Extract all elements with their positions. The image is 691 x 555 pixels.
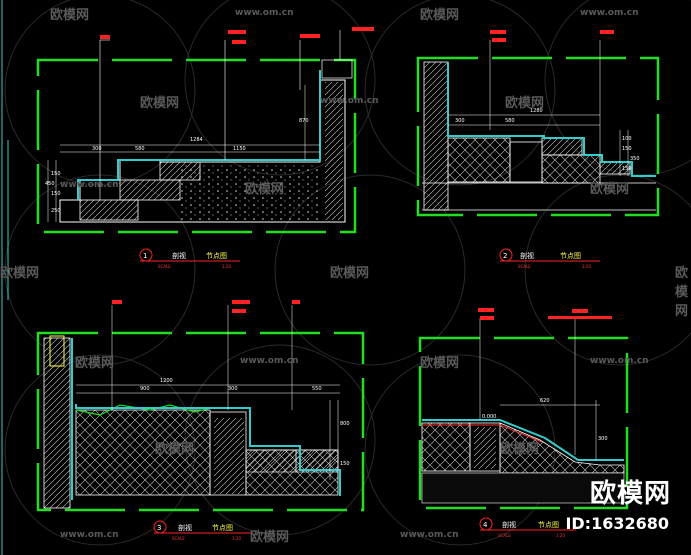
watermark-site: www.om.cn [580,8,639,18]
p1-dim-c: 150 [51,171,61,177]
watermark-site: www.om.cn [240,356,299,366]
p3-number: 3 [157,524,161,532]
p4-title: 剖视 [502,520,516,529]
watermark-brand: 欧模网 [155,442,195,457]
watermark-site: www.om.cn [235,8,294,18]
watermark-brand: 欧模网 [500,442,540,457]
watermark-brand: 欧模网 [505,96,545,111]
watermark-brand: 欧模网 [675,266,689,319]
p3-subtitle: 节点图 [212,524,233,532]
p4-level: 0.000 [482,414,496,420]
p2-dim-b: 300 [455,118,465,124]
p1-scale-value: 1:20 [222,264,231,269]
p1-dim-f: 250 [51,208,61,214]
p3-dim-total: 1200 [160,378,173,384]
section-panel-2: 1280 580 300 100 150 350 150 2 剖视 节点图 SC… [416,30,660,269]
p1-dim-h: 870 [299,118,309,124]
p3-scale-label: SCALE [172,536,185,541]
watermark-brand: 欧模网 [590,182,630,197]
p4-dim-a: 620 [540,398,550,404]
p2-number: 2 [503,252,507,260]
left-edge-marks [1,0,9,555]
p1-dim-e: 450 [45,181,55,187]
watermark-site: www.om.cn [590,356,649,366]
brand-logo-text: 欧模网 [589,479,671,509]
p2-dim-total: 1280 [530,108,543,114]
watermark-brand: 欧模网 [330,266,370,281]
p1-number: 1 [143,252,147,260]
p4-subtitle: 节点图 [538,521,559,529]
watermark-site: www.om.cn [60,530,119,540]
p1-title: 剖视 [172,251,186,260]
panel-2-frame [416,56,660,217]
p1-dim-a: 300 [92,146,102,152]
p3-dim-e: 150 [340,461,350,467]
p2-scale-value: 1:20 [582,264,591,269]
p2-title: 剖视 [520,251,534,260]
p1-dim-d: 150 [51,191,61,197]
watermark-site: www.om.cn [400,530,459,540]
watermark-brand: 欧模网 [245,182,285,197]
p2-scale-label: SCALE [518,264,531,269]
p1-dim-b: 580 [135,146,145,152]
p3-dim-a: 900 [140,386,150,392]
p2-dim-f: 150 [622,166,632,172]
p1-subtitle: 节点图 [206,252,227,260]
watermark-site: www.om.cn [60,180,119,190]
watermark-brand: 欧模网 [0,266,40,281]
p3-dim-c: 550 [312,386,322,392]
p4-scale-label: SCALE [498,533,511,538]
p3-title: 剖视 [178,523,192,532]
section-panel-1: 1284 1150 300 580 870 150 150 450 250 1 … [36,27,374,269]
p2-dim-c: 100 [622,136,632,142]
p3-dim-b: 300 [228,386,238,392]
p1-dim-total: 1284 [190,137,203,143]
p2-dim-d: 150 [622,146,632,152]
p3-dim-d: 800 [340,421,350,427]
p4-scale-value: 1:20 [556,533,565,538]
p1-dim-top: 1150 [233,146,246,152]
watermark-site: www.om.cn [320,96,379,106]
watermark-brand: 欧模网 [75,356,115,371]
resource-id-label: ID:1632680 [565,514,669,533]
watermark-brand: 欧模网 [420,356,460,371]
watermark-brand: 欧模网 [140,96,180,111]
p3-scale-value: 1:20 [232,536,241,541]
p4-dim-b: 300 [598,436,608,442]
section-panel-3: 1200 900 300 550 800 150 3 剖视 节点图 SCALE … [36,300,365,541]
section-panel-4: 620 300 0.000 4 剖视 节点图 SCALE 1:20 [418,308,629,538]
p2-subtitle: 节点图 [560,252,581,260]
p4-number: 4 [483,521,488,529]
watermark-brand: 欧模网 [420,8,460,23]
p2-dim-e: 350 [630,156,640,162]
watermark-brand: 欧模网 [250,530,290,545]
panel-3-frame [36,331,365,512]
p1-scale-label: SCALE [158,264,171,269]
p2-dim-a: 580 [505,118,515,124]
panel-1-frame [36,58,357,234]
panel-4-frame [418,336,629,510]
watermark-brand: 欧模网 [50,8,90,23]
